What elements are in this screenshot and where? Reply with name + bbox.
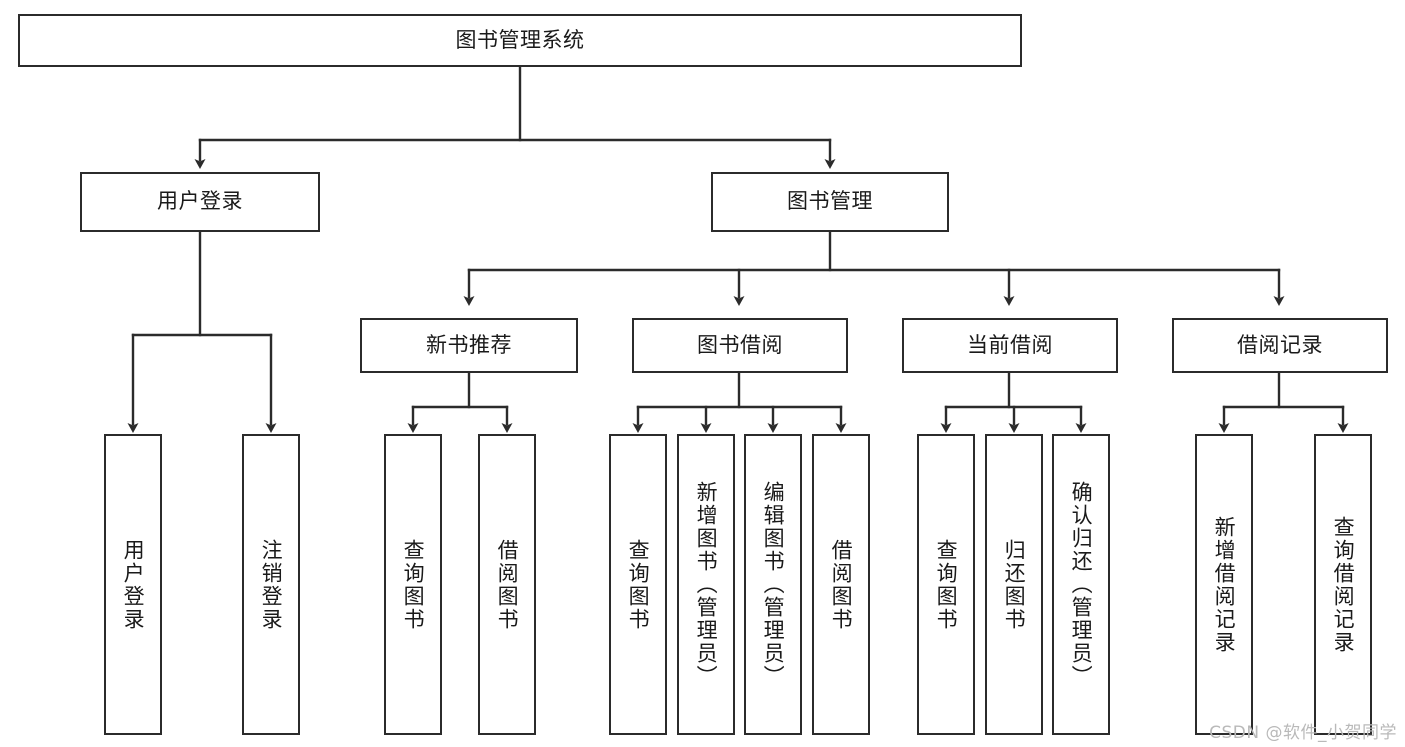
leaf-label: 查询图书 xyxy=(401,538,426,631)
leaf-label: 查询借阅记录 xyxy=(1331,515,1356,654)
leaf-label: 借阅图书 xyxy=(495,538,520,631)
leaf-book-borrow-borrow[interactable]: 借阅图书 xyxy=(812,434,870,735)
leaf-label: 编辑图书（管理员） xyxy=(761,481,786,688)
leaf-book-borrow-edit[interactable]: 编辑图书（管理员） xyxy=(744,434,802,735)
leaf-borrow-record-query[interactable]: 查询借阅记录 xyxy=(1314,434,1372,735)
node-root-label: 图书管理系统 xyxy=(455,27,585,52)
node-user-login[interactable]: 用户登录 xyxy=(80,172,320,232)
node-user-login-label: 用户登录 xyxy=(157,189,243,214)
node-borrow-record-label: 借阅记录 xyxy=(1237,332,1323,357)
node-borrow-record[interactable]: 借阅记录 xyxy=(1172,318,1388,373)
node-current-borrow-label: 当前借阅 xyxy=(967,332,1053,357)
leaf-user-login-login[interactable]: 用户登录 xyxy=(104,434,162,735)
csdn-watermark: CSDN @软件_小贺同学 xyxy=(1209,723,1397,743)
leaf-user-login-logout[interactable]: 注销登录 xyxy=(242,434,300,735)
leaf-borrow-record-add[interactable]: 新增借阅记录 xyxy=(1195,434,1253,735)
node-new-book-recommend-label: 新书推荐 xyxy=(426,332,512,357)
leaf-label: 确认归还（管理员） xyxy=(1069,481,1094,688)
leaf-current-borrow-confirm[interactable]: 确认归还（管理员） xyxy=(1052,434,1110,735)
node-new-book-recommend[interactable]: 新书推荐 xyxy=(360,318,578,373)
leaf-label: 查询图书 xyxy=(934,538,959,631)
node-book-manage[interactable]: 图书管理 xyxy=(711,172,949,232)
node-book-borrow-label: 图书借阅 xyxy=(697,332,783,357)
leaf-current-borrow-query[interactable]: 查询图书 xyxy=(917,434,975,735)
leaf-book-borrow-add[interactable]: 新增图书（管理员） xyxy=(677,434,735,735)
leaf-new-book-borrow[interactable]: 借阅图书 xyxy=(478,434,536,735)
leaf-label: 归还图书 xyxy=(1002,538,1027,631)
leaf-label: 借阅图书 xyxy=(829,538,854,631)
leaf-label: 注销登录 xyxy=(259,538,284,631)
node-current-borrow[interactable]: 当前借阅 xyxy=(902,318,1118,373)
leaf-label: 新增图书（管理员） xyxy=(694,481,719,688)
leaf-label: 新增借阅记录 xyxy=(1212,515,1237,654)
leaf-label: 查询图书 xyxy=(626,538,651,631)
leaf-label: 用户登录 xyxy=(121,538,146,631)
leaf-current-borrow-return[interactable]: 归还图书 xyxy=(985,434,1043,735)
node-root[interactable]: 图书管理系统 xyxy=(18,14,1022,67)
leaf-book-borrow-query[interactable]: 查询图书 xyxy=(609,434,667,735)
node-book-manage-label: 图书管理 xyxy=(787,189,873,214)
node-book-borrow[interactable]: 图书借阅 xyxy=(632,318,848,373)
leaf-new-book-query[interactable]: 查询图书 xyxy=(384,434,442,735)
